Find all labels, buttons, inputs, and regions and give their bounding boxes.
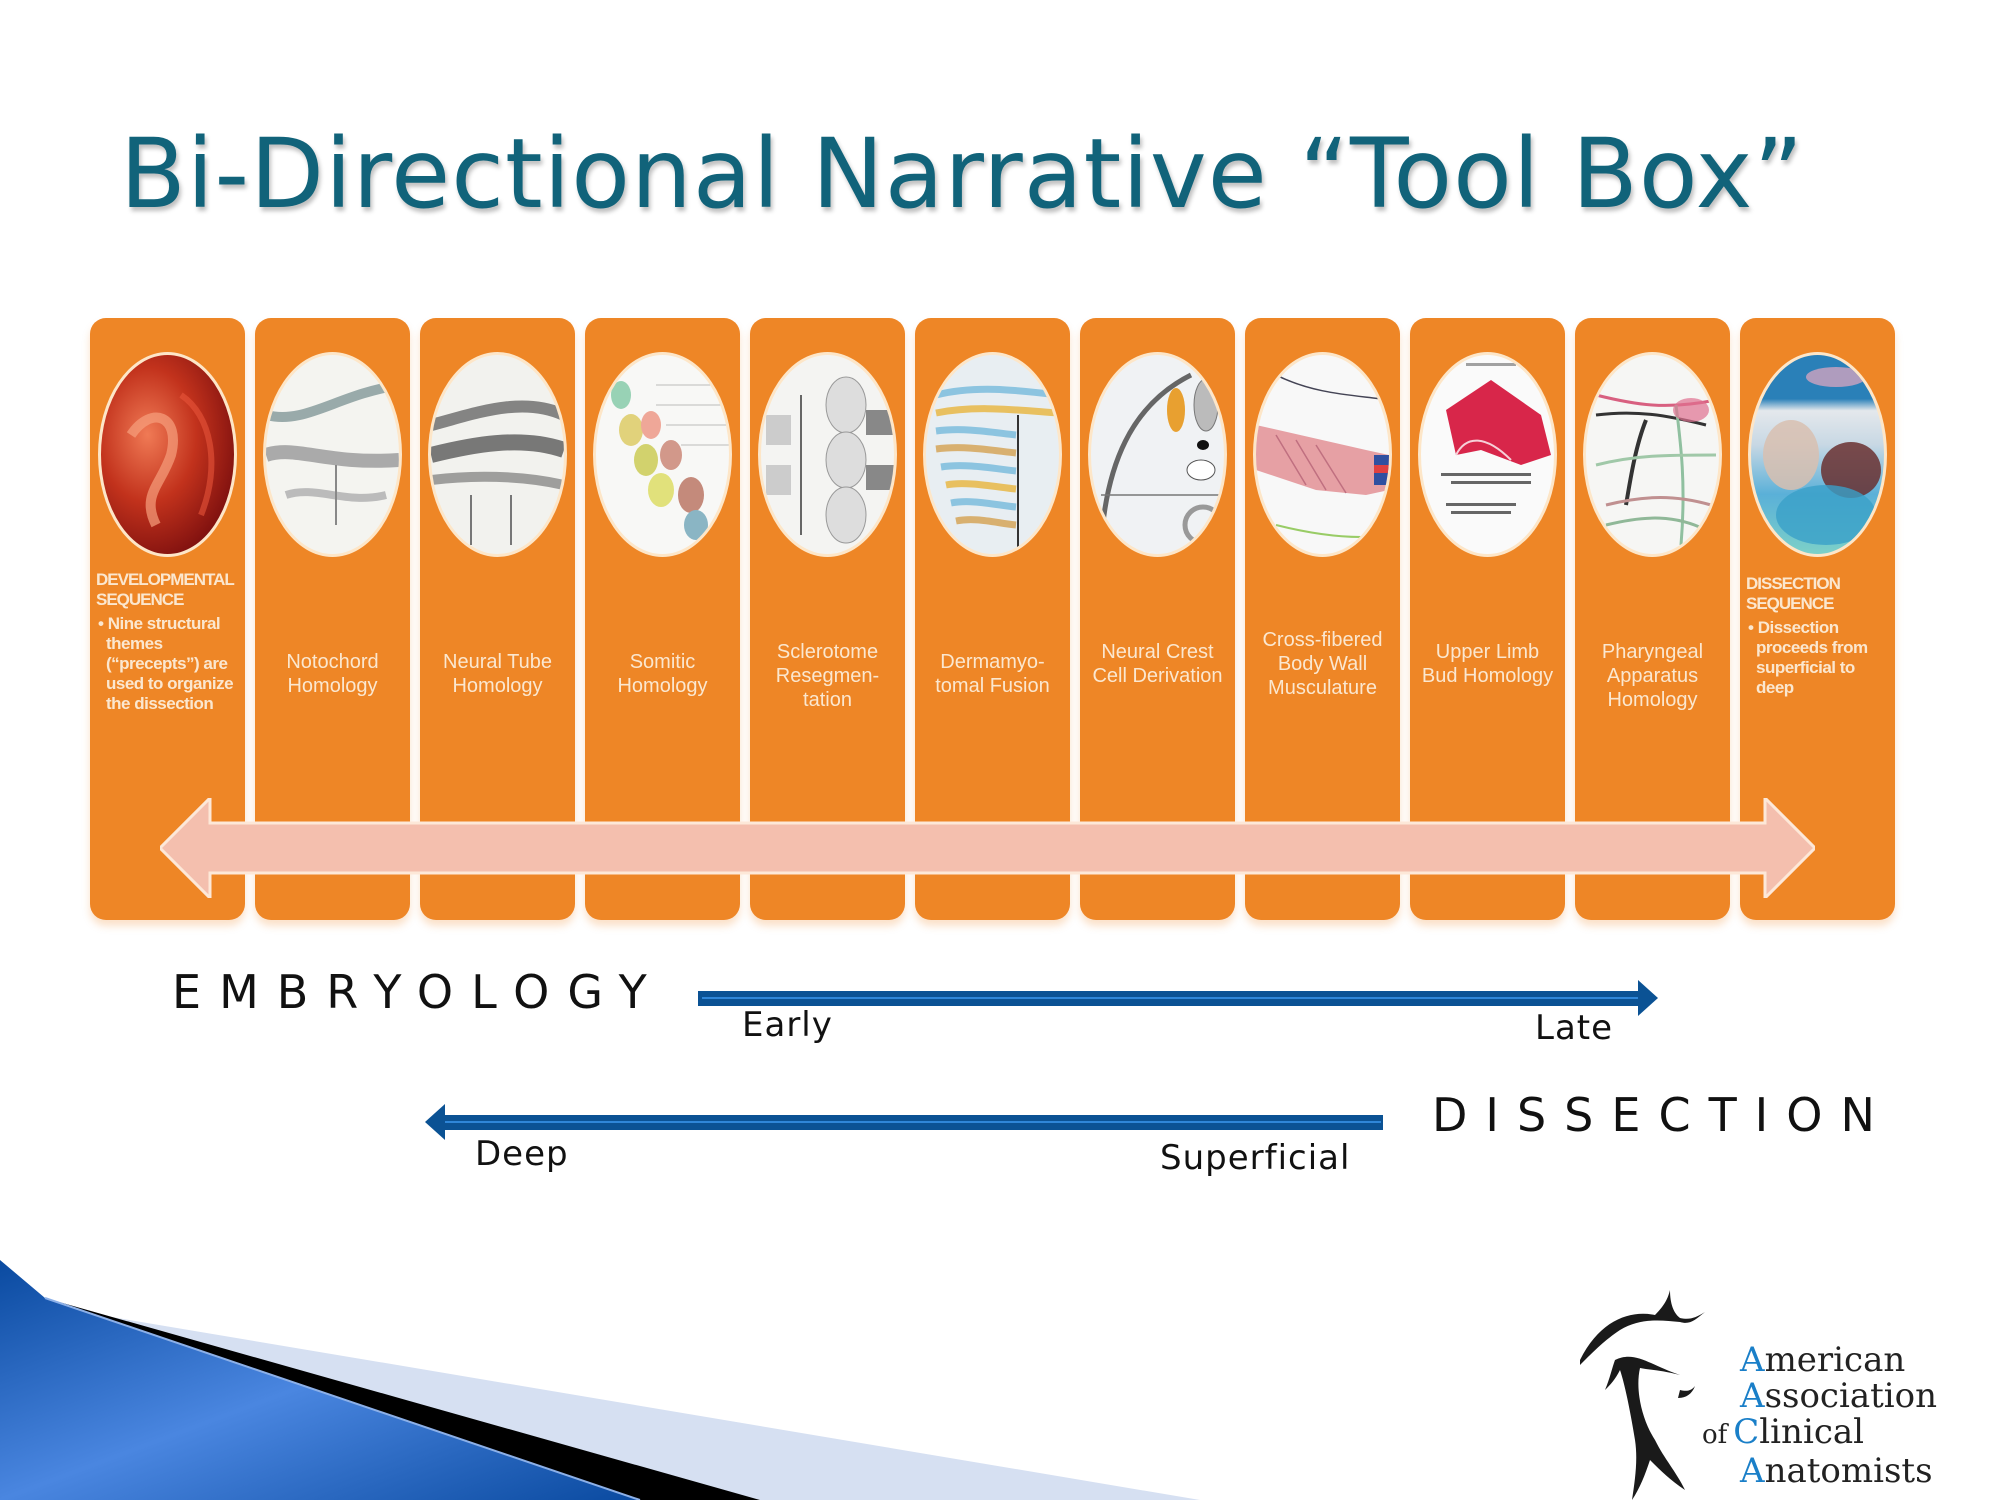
- anatomical-figure-icon: [1580, 1290, 1705, 1500]
- panel-label: Notochord Homology: [286, 651, 379, 697]
- embryology-axis-title: EMBRYOLOGY: [172, 965, 665, 1019]
- panel-label: Upper Limb Bud Homology: [1421, 641, 1554, 687]
- dissection-start-label: Superficial: [1160, 1138, 1351, 1178]
- panel-neural-tube: Neural Tube Homology: [420, 318, 575, 920]
- logo-line-american: American: [1740, 1340, 1906, 1380]
- arrow-right-icon: [698, 980, 1658, 1016]
- somites-illustration-icon: [593, 352, 732, 557]
- panel-label: Somitic Homology: [617, 651, 708, 697]
- body-wall-muscle-illustration-icon: [1253, 352, 1392, 557]
- logo-line-association: Association: [1740, 1376, 1938, 1416]
- pharyngeal-illustration-icon: [1583, 352, 1722, 557]
- sclerotome-illustration-icon: [758, 352, 897, 557]
- precept-panels: DEVELOPMENTAL SEQUENCE • Nine structural…: [90, 318, 1905, 920]
- panel-label: Neural Crest Cell Derivation: [1092, 641, 1223, 687]
- panel-label: Dermamyo-tomal Fusion: [935, 651, 1050, 697]
- panel-upper-limb: Upper Limb Bud Homology: [1410, 318, 1565, 920]
- panel-header: DEVELOPMENTAL SEQUENCE: [96, 570, 234, 609]
- panel-label: Pharyngeal Apparatus Homology: [1601, 641, 1704, 711]
- embryology-end-label: Late: [1535, 1008, 1614, 1048]
- notochord-illustration-icon: [263, 352, 402, 557]
- panel-header: DISSECTION SEQUENCE: [1746, 574, 1841, 613]
- panel-dermamyotomal: Dermamyo-tomal Fusion: [915, 318, 1070, 920]
- panel-sclerotome: Sclerotome Resegmen-tation: [750, 318, 905, 920]
- panel-pharyngeal: Pharyngeal Apparatus Homology: [1575, 318, 1730, 920]
- dissection-photo-icon: [1748, 352, 1887, 557]
- slide-title: Bi-Directional Narrative “Tool Box”: [120, 118, 1805, 230]
- panel-notochord: Notochord Homology: [255, 318, 410, 920]
- limb-bud-illustration-icon: [1418, 352, 1557, 557]
- embryo-photo-icon: [98, 352, 237, 557]
- panel-developmental-sequence: DEVELOPMENTAL SEQUENCE • Nine structural…: [90, 318, 245, 920]
- panel-label: Sclerotome Resegmen-tation: [775, 641, 880, 711]
- panel-bullet: • Dissection proceeds from superficial t…: [1748, 618, 1868, 697]
- logo-line-anatomists: Anatomists: [1740, 1451, 1933, 1491]
- dermatome-illustration-icon: [923, 352, 1062, 557]
- dissection-axis-title: DISSECTION: [1432, 1088, 1893, 1142]
- embryology-start-label: Early: [742, 1005, 833, 1045]
- dissection-end-label: Deep: [475, 1134, 569, 1174]
- panel-neural-crest: Neural Crest Cell Derivation: [1080, 318, 1235, 920]
- neural-tube-illustration-icon: [428, 352, 567, 557]
- neural-crest-illustration-icon: [1088, 352, 1227, 557]
- panel-bullet: • Nine structural themes (“precepts”) ar…: [98, 614, 234, 713]
- panel-label: Cross-fibered Body Wall Musculature: [1262, 629, 1383, 699]
- panel-body-wall: Cross-fibered Body Wall Musculature: [1245, 318, 1400, 920]
- double-headed-arrow-icon: [160, 798, 1815, 898]
- arrow-left-icon: [425, 1104, 1383, 1140]
- corner-swoosh-decoration: [0, 1260, 1200, 1500]
- panel-somitic: Somitic Homology: [585, 318, 740, 920]
- panel-label: Neural Tube Homology: [443, 651, 552, 697]
